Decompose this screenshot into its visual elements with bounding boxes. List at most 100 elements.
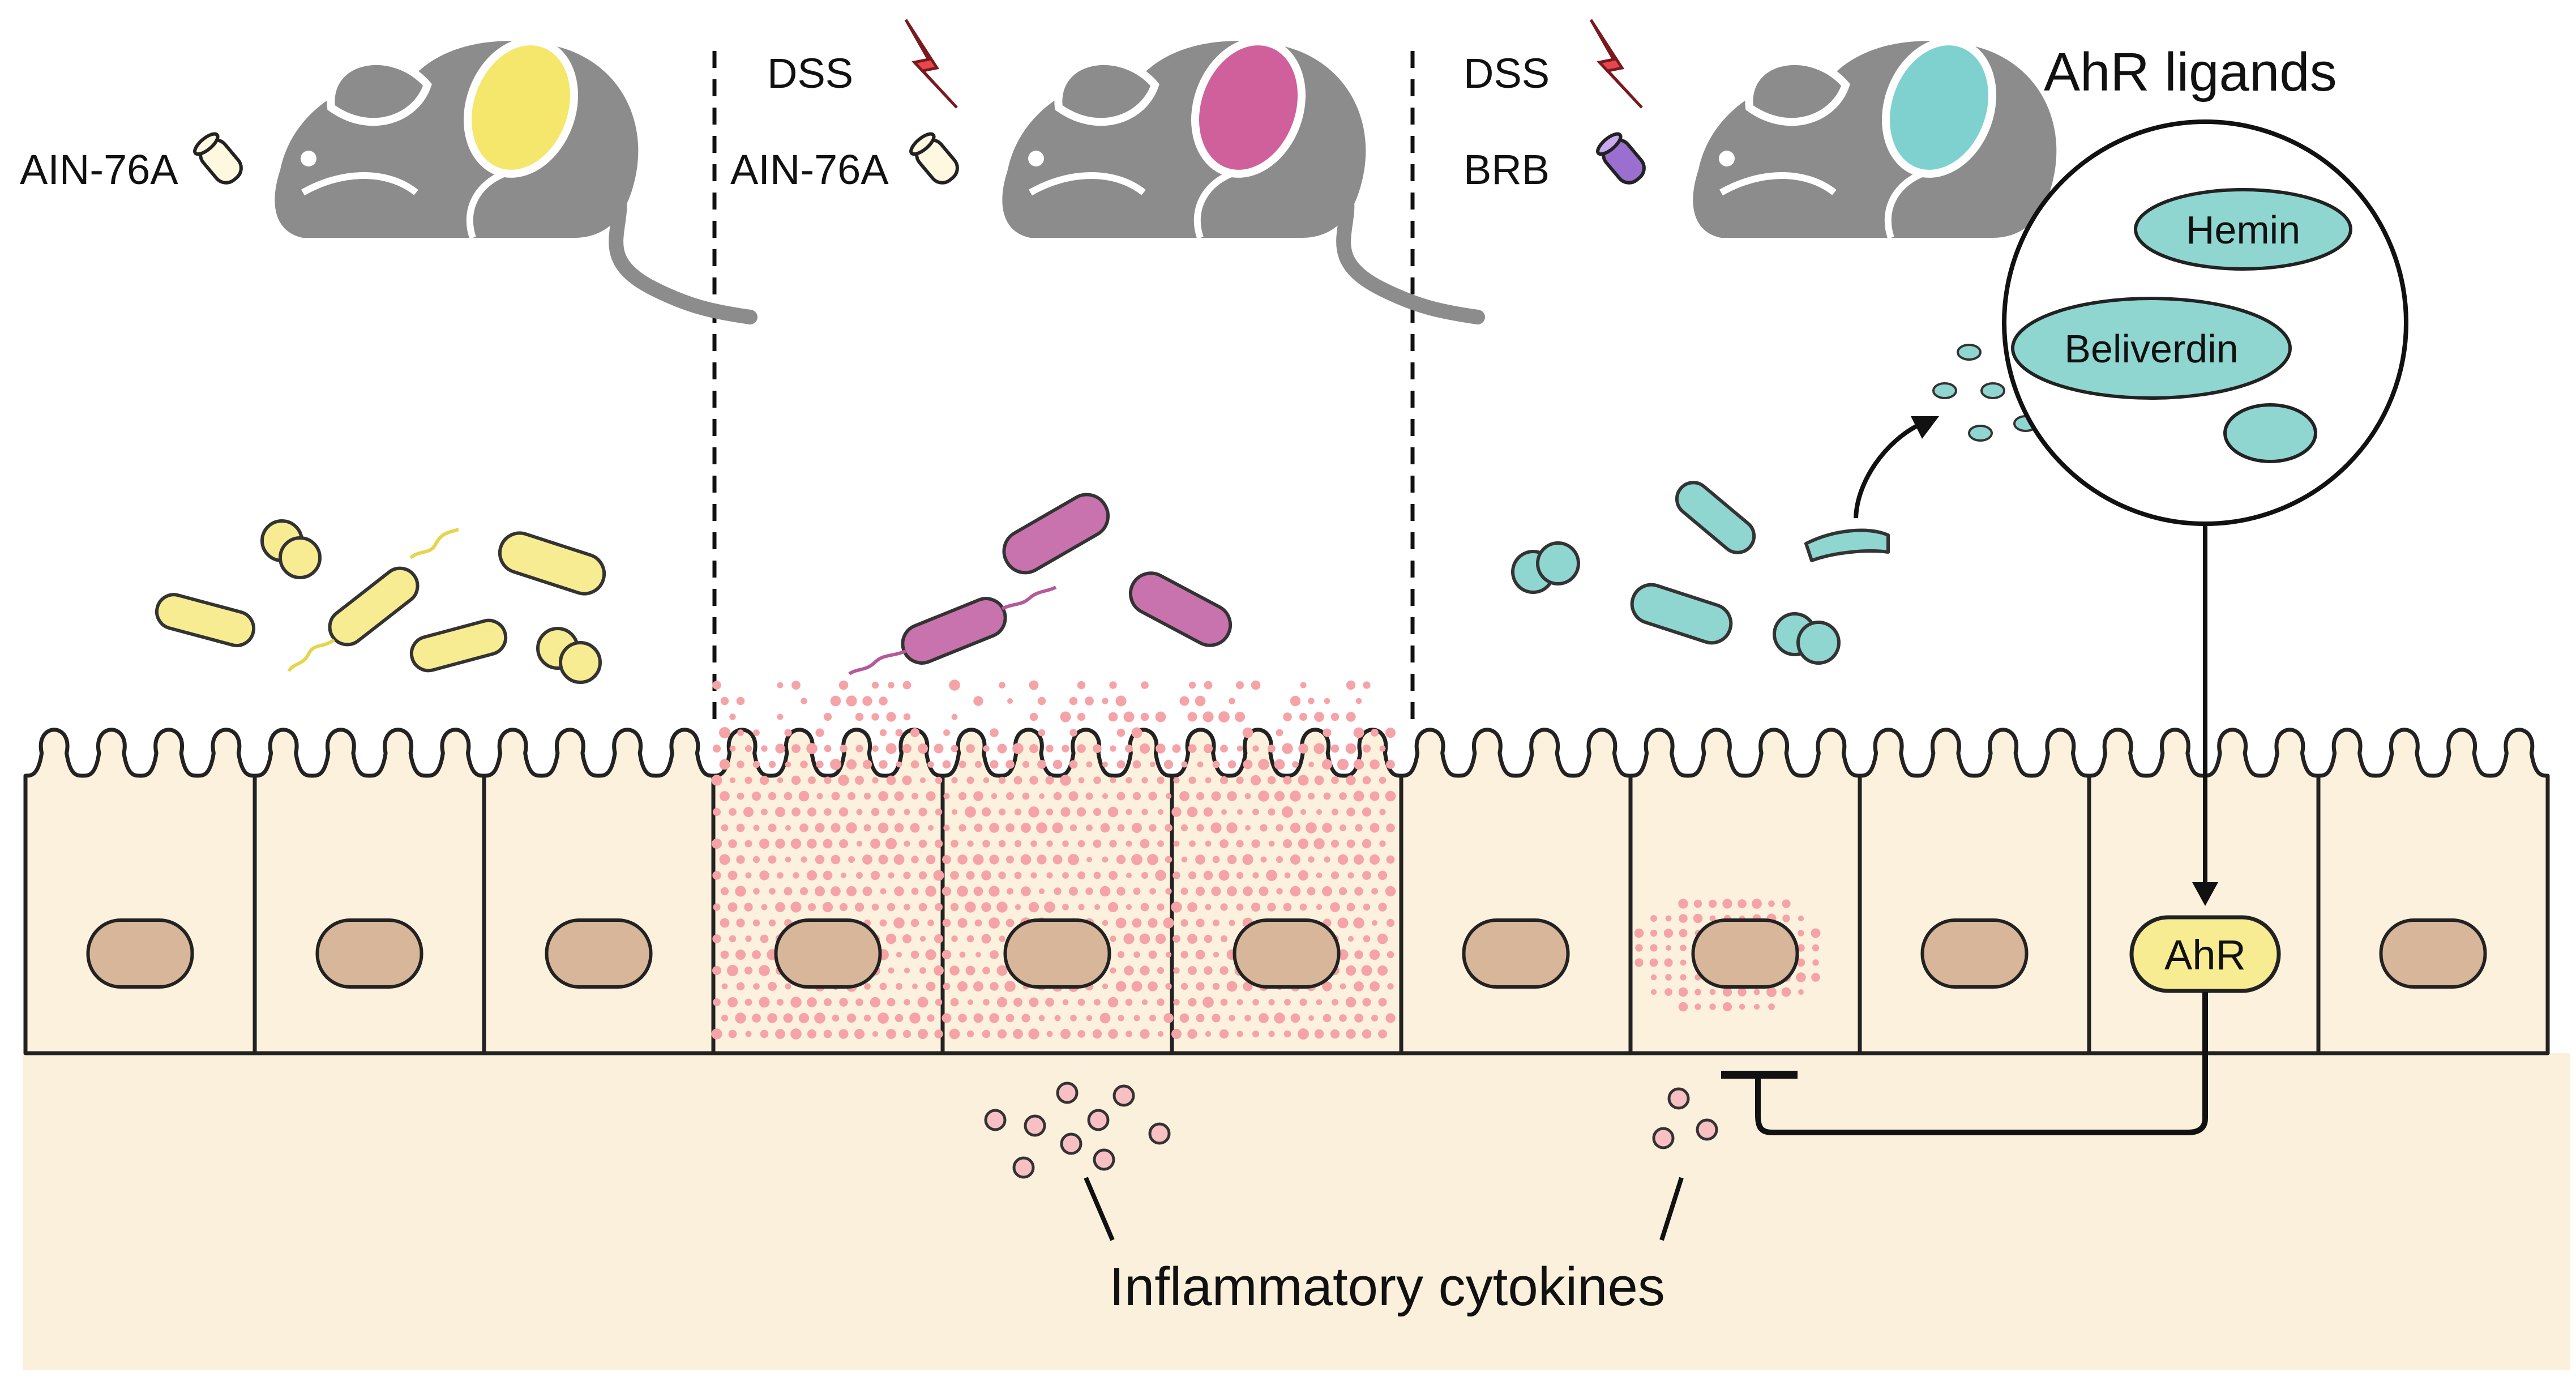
inflammation-dot	[846, 695, 857, 707]
treatment-label-brb: BRB	[1464, 146, 1550, 193]
inflammation-dot	[839, 839, 848, 848]
inflammation-dot	[1115, 695, 1127, 707]
inflammation-dot	[880, 888, 887, 895]
inflammation-dot	[777, 872, 784, 879]
inflammation-dot	[1300, 682, 1307, 689]
inflammation-dot	[1013, 1029, 1023, 1039]
inflammation-dot	[949, 965, 960, 976]
inflammation-dot	[981, 870, 991, 880]
inflammation-dot	[1346, 1029, 1356, 1039]
inflammation-dot	[983, 745, 990, 752]
epithelial-cell	[23, 728, 257, 1055]
inflammation-dot	[1036, 822, 1047, 833]
inflammation-dot	[1180, 951, 1188, 959]
inflammation-dot	[999, 935, 1005, 942]
epithelial-cell	[1858, 728, 2091, 1055]
inflammation-dot	[1007, 888, 1013, 895]
inflammation-dot	[1259, 1013, 1269, 1023]
inflammation-dot	[1363, 681, 1371, 689]
inflammation-dot	[1060, 775, 1071, 786]
inflammation-dot	[927, 1014, 935, 1022]
inflammation-dot	[800, 760, 808, 768]
inflammation-dot	[967, 840, 974, 847]
inflammation-dot	[879, 919, 887, 927]
inflammation-dot	[1321, 759, 1333, 770]
inflammation-dot	[712, 934, 721, 943]
inflammation-dot	[1148, 950, 1157, 959]
inflammation-dot	[1722, 899, 1732, 909]
inflammation-dot	[1258, 759, 1269, 770]
inflammation-dot	[1798, 989, 1804, 995]
inflammation-dot	[1345, 965, 1357, 976]
inflammation-dot	[894, 791, 904, 801]
inflammation-dot	[1298, 838, 1309, 849]
inflammation-dot	[1679, 929, 1688, 938]
inflammation-dot	[934, 934, 943, 943]
inflammation-dot	[823, 1029, 832, 1038]
inflammation-dot	[1179, 791, 1189, 801]
inflammation-dot	[1276, 824, 1283, 832]
inflammation-dot	[1363, 903, 1371, 911]
inflammation-dot	[982, 967, 990, 974]
inflammation-dot	[1102, 920, 1109, 926]
inflammation-dot	[863, 824, 871, 832]
inflammation-dot	[1110, 777, 1116, 784]
inflammation-dot	[1077, 998, 1085, 1006]
inflammation-dot	[719, 727, 730, 738]
inflammation-dot	[790, 838, 802, 849]
inflammation-dot	[808, 903, 816, 911]
inflammation-dot	[729, 808, 737, 816]
inflammation-dot	[1307, 792, 1315, 800]
inflammation-dot	[719, 854, 730, 865]
inflammation-dot	[973, 854, 984, 865]
inflammation-dot	[1205, 840, 1212, 847]
inflammation-dot	[1196, 1014, 1205, 1023]
inflammation-dot	[1102, 983, 1109, 990]
inflammation-dot	[872, 745, 879, 752]
inflammation-dot	[1132, 918, 1142, 928]
inflammation-dot	[957, 854, 968, 865]
inflammation-dot	[1046, 808, 1054, 816]
inflammation-dot	[1187, 712, 1197, 722]
inflammation-dot	[878, 1012, 889, 1024]
inflammation-dot	[1386, 918, 1395, 927]
inflammation-dot	[729, 745, 736, 752]
inflammation-dot	[958, 824, 966, 832]
inflammation-dot	[1173, 935, 1180, 943]
inflammation-dot	[816, 760, 824, 768]
inflammation-dot	[759, 997, 770, 1008]
inflammation-dot	[1664, 958, 1673, 967]
inflammation-dot	[1045, 776, 1054, 785]
inflammation-dot	[744, 998, 752, 1006]
inflammation-dot	[1147, 854, 1158, 865]
inflammation-dot	[854, 902, 865, 912]
inflammation-dot	[711, 1028, 722, 1040]
inflammation-dot	[841, 873, 846, 878]
mouse-control	[275, 26, 750, 317]
inflammation-dot	[1093, 839, 1102, 848]
inflammation-dot	[1378, 998, 1387, 1007]
inflammation-dot	[1149, 1015, 1156, 1021]
inflammation-dot	[1180, 824, 1188, 832]
inflammation-dot	[1046, 840, 1053, 847]
inflammation-dot	[1117, 824, 1125, 832]
inflammation-dot	[855, 745, 863, 753]
inflammation-dot	[1203, 870, 1213, 880]
inflammation-dot	[1379, 745, 1386, 752]
inflammation-dot	[1094, 999, 1101, 1006]
inflammation-dot	[1150, 762, 1156, 767]
inflammation-dot	[998, 808, 1006, 816]
inflammation-dot	[894, 823, 904, 833]
inflammation-dot	[1155, 933, 1166, 944]
inflammation-dot	[1322, 823, 1332, 833]
inflammation-dot	[1323, 728, 1332, 737]
inflammation-dot	[1324, 856, 1330, 863]
inflammation-dot	[1126, 904, 1132, 910]
inflammation-dot	[1354, 1014, 1363, 1023]
inflammation-dot	[1141, 777, 1148, 784]
inflammation-dot	[1282, 743, 1293, 754]
inflammation-dot	[807, 807, 816, 817]
inflammation-dot	[1709, 989, 1716, 995]
inflammation-dot	[1094, 904, 1101, 910]
